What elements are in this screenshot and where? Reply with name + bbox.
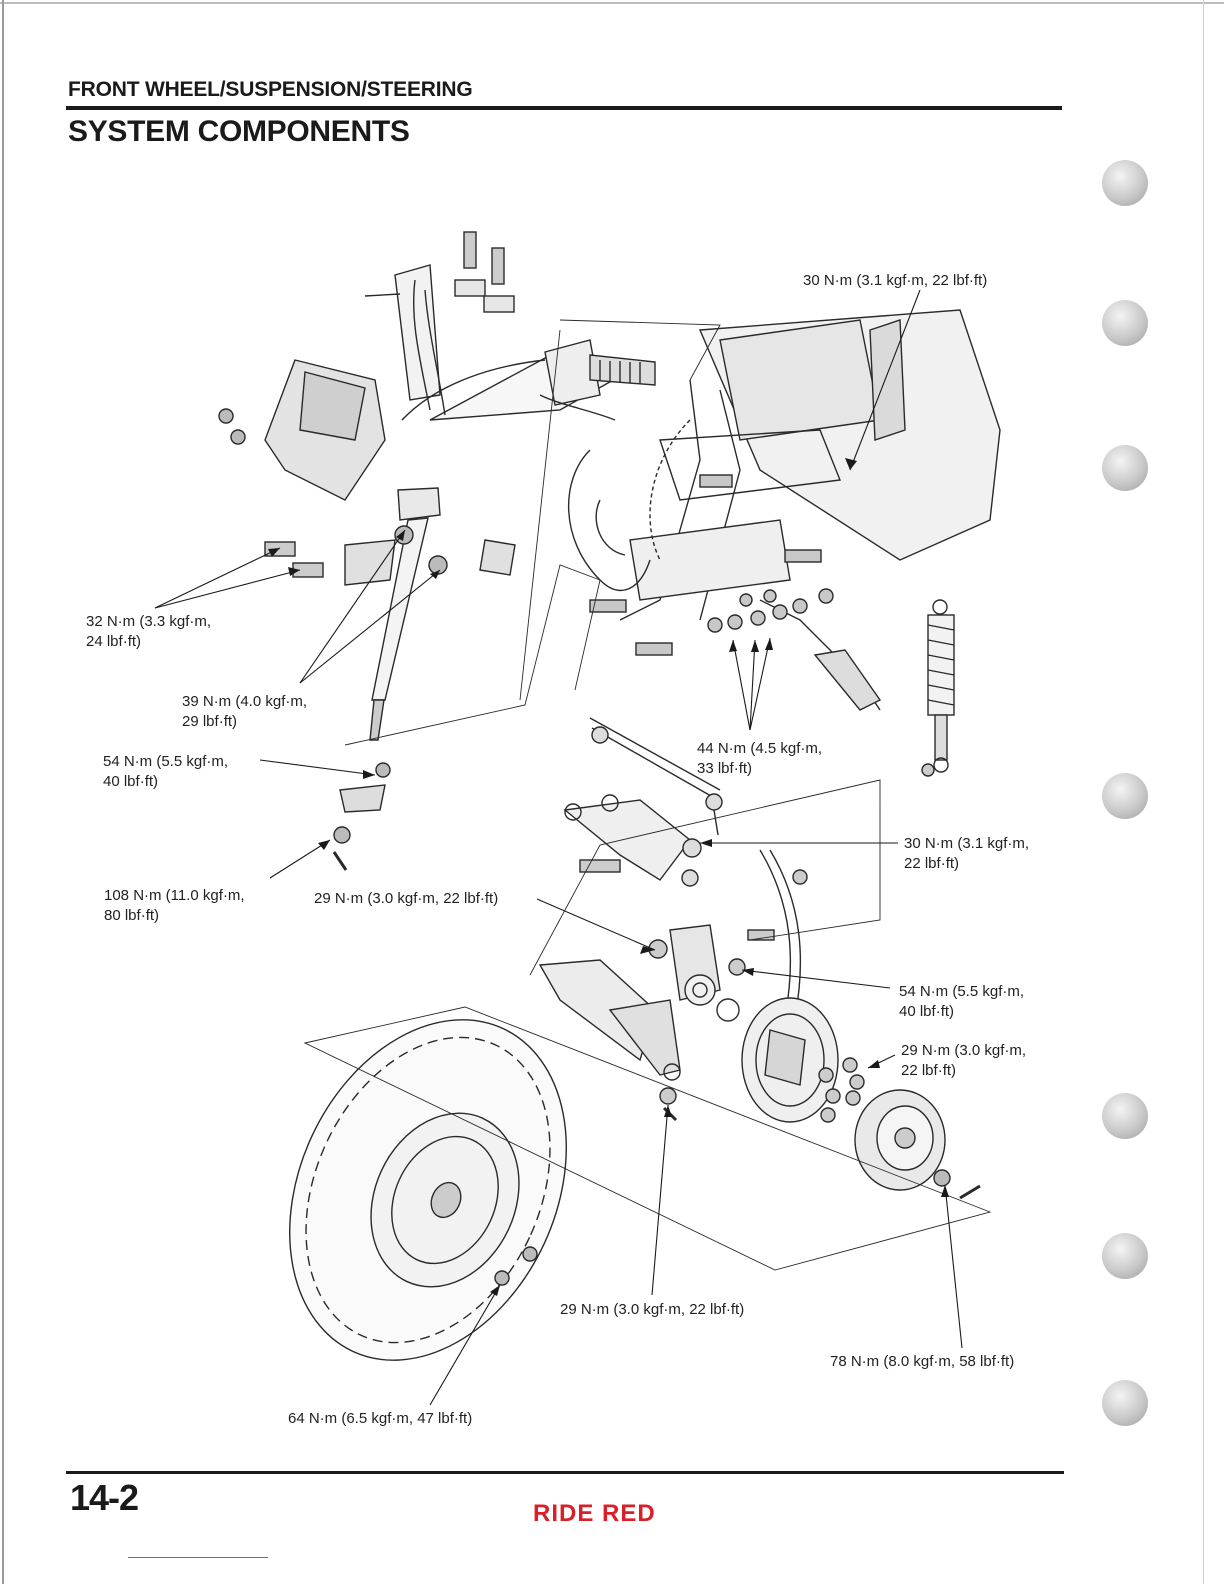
torque-label-wheel-nut: 64 N·m (6.5 kgf·m, 47 lbf·ft)	[288, 1410, 473, 1427]
torque-label-steering-shaft-holder: 32 N·m (3.3 kgf·m, 24 lbf·ft)	[86, 613, 212, 650]
section-tab-marker[interactable]	[1102, 300, 1148, 346]
torque-label-tie-rod-end-nut: 54 N·m (5.5 kgf·m, 40 lbf·ft)	[103, 753, 229, 790]
torque-label-lower-ball-joint: 29 N·m (3.0 kgf·m, 22 lbf·ft)	[560, 1301, 745, 1318]
page-number: 14-2	[70, 1477, 139, 1518]
torque-label-upper-arm-ball-joint: 30 N·m (3.1 kgf·m, 22 lbf·ft)	[904, 835, 1030, 872]
assembly-outlines	[303, 319, 992, 1271]
page-right-edge	[1203, 0, 1204, 1584]
brake-drum-hub	[854, 1089, 981, 1200]
frame-bolts	[589, 474, 834, 656]
section-tab-marker[interactable]	[1102, 1380, 1148, 1426]
brake-panel	[741, 997, 865, 1123]
section-tab-marker[interactable]	[1102, 445, 1148, 491]
steering-knuckle	[648, 849, 802, 1041]
headlight-cover	[218, 359, 386, 501]
torque-label-handlebar-holder: 30 N·m (3.1 kgf·m, 22 lbf·ft)	[803, 272, 988, 289]
torque-label-arm-pivot-bolts: 44 N·m (4.5 kgf·m, 33 lbf·ft)	[697, 740, 823, 777]
leader-arrowheads	[268, 458, 949, 1296]
torque-label-knuckle-nut: 29 N·m (3.0 kgf·m, 22 lbf·ft)	[314, 890, 499, 907]
section-tab-marker[interactable]	[1102, 773, 1148, 819]
frame-and-engine	[567, 309, 1001, 711]
header-rule	[66, 106, 1062, 110]
torque-label-axle-nut: 78 N·m (8.0 kgf·m, 58 lbf·ft)	[830, 1353, 1015, 1370]
page-left-edge	[2, 0, 4, 1584]
section-tab-marker[interactable]	[1102, 160, 1148, 206]
torque-label-shaft-bushing: 39 N·m (4.0 kgf·m, 29 lbf·ft)	[182, 693, 308, 730]
page-title: SYSTEM COMPONENTS	[68, 115, 410, 148]
leader-lines	[154, 289, 963, 1406]
handlebar-illustration	[364, 264, 656, 421]
shock-absorber	[921, 599, 955, 777]
page-top-edge	[0, 2, 1224, 4]
section-tab-marker[interactable]	[1102, 1233, 1148, 1279]
lower-arm	[538, 959, 681, 1122]
upper-arm	[563, 794, 808, 887]
brand-logo: RIDE RED	[533, 1500, 656, 1527]
footer-rule	[66, 1471, 1064, 1474]
tie-rod	[589, 717, 723, 836]
section-header: FRONT WHEEL/SUSPENSION/STEERING	[68, 78, 473, 101]
torque-label-knuckle-castle-nut: 54 N·m (5.5 kgf·m, 40 lbf·ft)	[899, 983, 1025, 1020]
front-wheel-tire	[289, 1019, 567, 1361]
section-tab-marker[interactable]	[1102, 1093, 1148, 1139]
steering-arm	[332, 762, 391, 871]
footer-link-underline[interactable]	[128, 1557, 268, 1558]
torque-label-brake-panel-bolts: 29 N·m (3.0 kgf·m, 22 lbf·ft)	[901, 1042, 1027, 1079]
torque-label-steering-shaft-nut: 108 N·m (11.0 kgf·m, 80 lbf·ft)	[104, 887, 245, 924]
handlebar-holder-bolts	[454, 231, 515, 313]
